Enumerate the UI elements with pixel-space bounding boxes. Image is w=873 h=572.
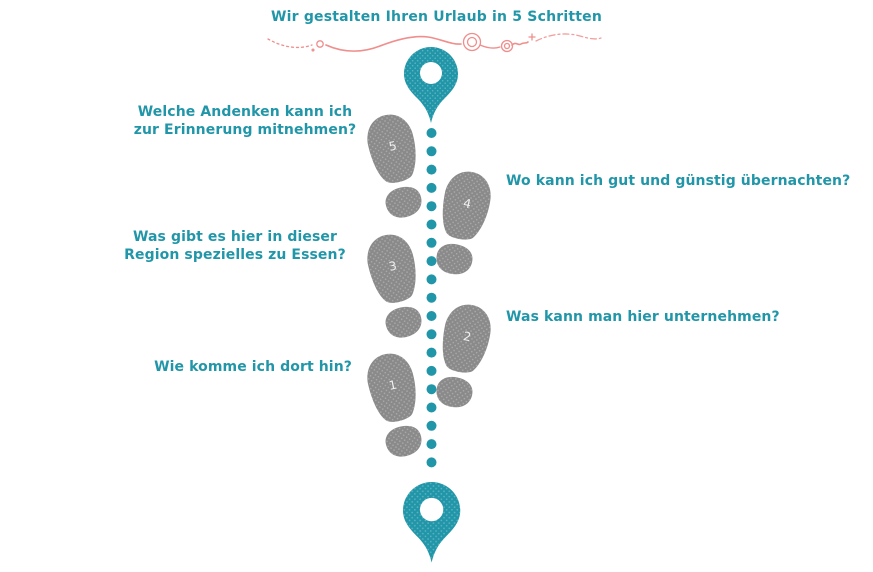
route-dot bbox=[426, 347, 437, 358]
step-number-1: 1 bbox=[388, 378, 398, 393]
footprint-step-4: 4 bbox=[428, 167, 496, 279]
question-step-5: Welche Andenken kann ich zur Erinnerung … bbox=[133, 104, 357, 138]
question-step-4: Wo kann ich gut und günstig übernachten? bbox=[506, 173, 851, 189]
question-step-3: Was gibt es hier in dieser Region spezie… bbox=[124, 229, 346, 263]
route-dot bbox=[426, 311, 437, 321]
route-dot bbox=[426, 201, 437, 212]
route-dot bbox=[426, 365, 437, 376]
route-dot bbox=[426, 439, 437, 450]
route-dot bbox=[426, 237, 437, 248]
squiggle-divider-decoration bbox=[267, 32, 602, 53]
route-dot bbox=[426, 402, 437, 413]
route-dot bbox=[426, 128, 437, 138]
step-number-5: 5 bbox=[388, 139, 398, 154]
route-dot bbox=[426, 146, 437, 157]
step-number-2: 2 bbox=[462, 329, 472, 344]
destination-map-pin-icon bbox=[403, 482, 461, 563]
start-map-pin-icon bbox=[404, 47, 458, 123]
step-number-4: 4 bbox=[462, 196, 472, 211]
route-dot bbox=[426, 457, 437, 468]
page-title: Wir gestalten Ihren Urlaub in 5 Schritte… bbox=[271, 9, 602, 25]
footprint-step-5: 5 bbox=[362, 110, 430, 222]
question-step-1: Wie komme ich dort hin? bbox=[154, 359, 352, 375]
question-step-2: Was kann man hier unternehmen? bbox=[506, 309, 780, 325]
step-number-3: 3 bbox=[388, 259, 398, 274]
route-dot bbox=[426, 182, 437, 193]
footprint-step-1: 1 bbox=[362, 349, 430, 461]
route-dots bbox=[426, 128, 437, 468]
route-dot bbox=[426, 219, 437, 230]
footprint-step-2: 2 bbox=[428, 300, 496, 412]
route-dot bbox=[426, 256, 437, 267]
footprint-step-3: 3 bbox=[362, 230, 430, 342]
route-dot bbox=[426, 274, 437, 285]
route-dot bbox=[426, 384, 437, 395]
route-dot bbox=[426, 420, 437, 431]
route-dot bbox=[426, 164, 437, 175]
route-dot bbox=[426, 329, 437, 340]
route-dot bbox=[426, 292, 437, 303]
